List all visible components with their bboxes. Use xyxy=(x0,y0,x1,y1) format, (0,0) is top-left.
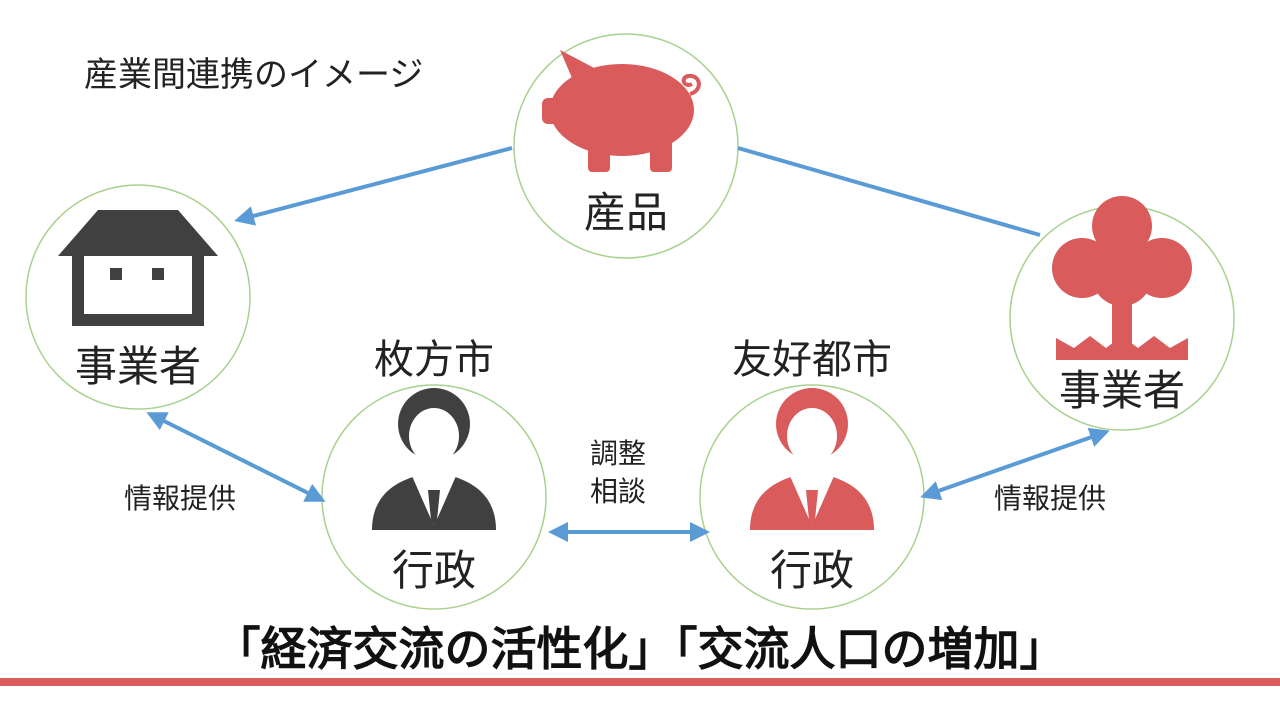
arrow-info-left xyxy=(146,412,326,502)
admin-friend-label: 行政 xyxy=(769,546,854,595)
bottom-accent-bar xyxy=(0,678,1280,686)
coordination-label-line1: 調整 xyxy=(590,437,647,470)
arrow-info-right xyxy=(920,427,1110,501)
house-icon xyxy=(58,210,218,326)
info-left-label: 情報提供 xyxy=(124,482,237,515)
arrow-product-to-business-left xyxy=(234,146,513,226)
business-left-label: 事業者 xyxy=(74,342,201,391)
business-right-label: 事業者 xyxy=(1058,366,1185,415)
businessman-icon-hirakata xyxy=(372,388,496,530)
product-label: 産品 xyxy=(583,188,668,237)
tree-icon xyxy=(1052,196,1192,360)
page-title: 産業間連携のイメージ xyxy=(84,55,424,95)
city-friend: 友好都市 xyxy=(732,337,892,383)
info-right-label: 情報提供 xyxy=(994,482,1107,515)
city-hirakata: 枚方市 xyxy=(374,337,494,383)
admin-hirakata-label: 行政 xyxy=(391,546,476,595)
line-product-to-business-right xyxy=(737,146,1041,237)
slogan: 「経済交流の活性化」「交流人口の増加」 xyxy=(214,622,1066,676)
businessman-icon-friend xyxy=(750,388,874,530)
coordination-label-line2: 相談 xyxy=(590,475,647,508)
pig-icon xyxy=(542,50,701,172)
